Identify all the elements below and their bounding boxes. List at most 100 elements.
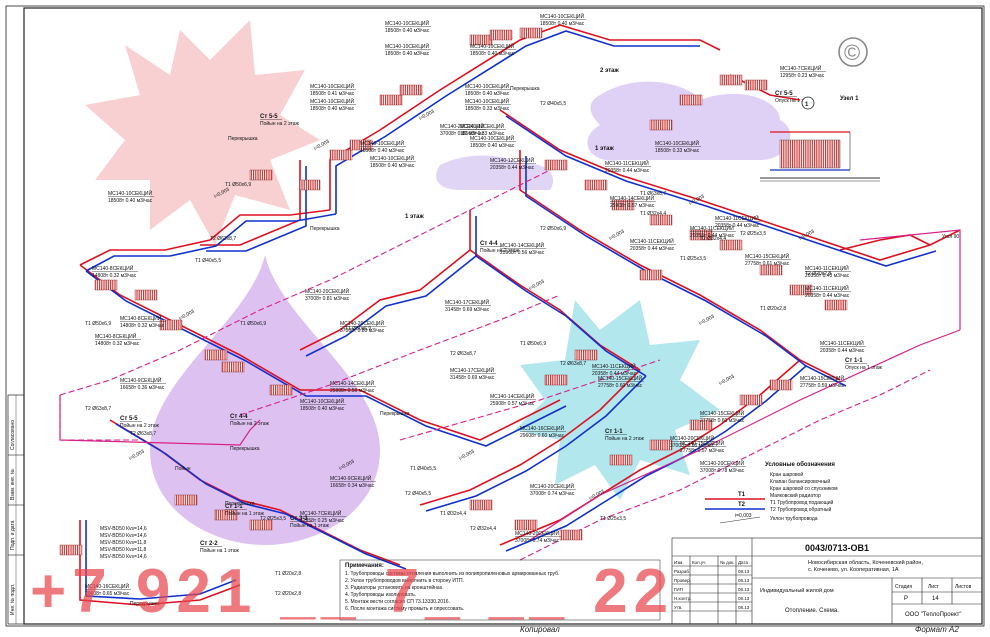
floor-label: 2 этаж bbox=[600, 68, 620, 74]
pipe-diameter-label: Т1 Ø50х6,9 bbox=[520, 341, 546, 347]
radiator-load-label: 37008т 0.78 м3/час bbox=[700, 468, 745, 474]
radiator-model-label: МС140-10СЕКЦИЙ bbox=[300, 397, 344, 405]
radiator-model-label: МС140-16СЕКЦИЙ bbox=[85, 582, 129, 590]
radiator-model-label: МС140-8СЕКЦИЙ bbox=[95, 332, 137, 340]
riser-label: Ст 1-1 bbox=[605, 429, 623, 435]
riser-sub-label: Пойын на 1 этаж bbox=[290, 522, 329, 529]
radiator-model-label: МС140-9СЕКЦИЙ bbox=[330, 474, 372, 482]
duct-lines bbox=[59, 164, 931, 561]
radiator-load-label: 27758т 0.59 м3/час bbox=[800, 383, 845, 389]
radiator-symbol bbox=[134, 289, 158, 301]
tb-header: Дата bbox=[738, 560, 748, 565]
radiator-load-label: 18508т 0.33 м3/час bbox=[460, 131, 505, 137]
legend-item: Кран шаровой bbox=[770, 471, 803, 478]
radiator-load-label: 27758т 0.61 м3/час bbox=[745, 261, 790, 267]
pipe-diameter-label: Т1 Ø63х8,7 bbox=[640, 191, 666, 197]
side-stamp-text: Взам. инв. № bbox=[10, 469, 16, 500]
radiator-symbol bbox=[719, 239, 743, 251]
radiator-symbol bbox=[249, 519, 273, 531]
radiator-symbol bbox=[744, 79, 768, 91]
radiator-model-label: МС140-10СЕКЦИЙ bbox=[470, 42, 514, 50]
radiator-model-label: МС140-15СЕКЦИЙ bbox=[598, 374, 642, 382]
sheet-value: 14 bbox=[932, 596, 939, 602]
tb-date: 08.13 bbox=[738, 596, 750, 601]
legend-title: Условные обозначения bbox=[765, 461, 835, 468]
radiator-model-label: МС140-15СЕКЦИЙ bbox=[800, 374, 844, 382]
notes-line: 6. После монтажа систему промыть и опрес… bbox=[345, 606, 464, 612]
pipe-diameter-label: Т1 Ø25х3,5 bbox=[680, 256, 706, 262]
radiator-symbol bbox=[379, 94, 403, 106]
radiator-load-label: 20358т 0.44 м3/час bbox=[715, 223, 760, 229]
riser-sub-label: Пойын на 1 этаж bbox=[200, 547, 239, 554]
riser-sub-label: Пойын на 2 этаж bbox=[480, 247, 519, 254]
slope-label: i=0,003 bbox=[128, 449, 146, 462]
radiator-symbol bbox=[399, 84, 423, 96]
annotation-label: Перекрышка bbox=[130, 601, 160, 607]
radiator-load-label: 20358т 0.44 м3/час bbox=[820, 348, 865, 354]
drawing-frame: Согласовано Взам. инв. № Подп. и дата Ин… bbox=[5, 5, 985, 627]
pipe-diameter-label: Т2 Ø63х8,7 bbox=[85, 406, 111, 412]
radiator-symbol bbox=[611, 199, 635, 211]
valve-label: MSV-BD50 Кvs=11,8 bbox=[100, 540, 147, 546]
title-block-text: 0043/0713-ОВ1 Новосибирская область, Коч… bbox=[674, 543, 972, 618]
tb-role: Разраб. bbox=[674, 569, 690, 574]
tb-header: № док. bbox=[720, 560, 734, 565]
floor-label: 1 этаж bbox=[405, 214, 425, 220]
radiator-load-label: 25908т 0.57 м3/час bbox=[490, 401, 535, 407]
riser-label: Ст 1-1 bbox=[845, 358, 863, 364]
legend-t2: Т2 bbox=[738, 502, 746, 508]
radiator-symbol bbox=[159, 319, 183, 331]
sheet-header: Лист bbox=[928, 584, 940, 590]
radiator-load-label: 16658т 0.34 м3/час bbox=[330, 483, 375, 489]
slope-label: i=0,003 bbox=[418, 109, 436, 122]
pipe-diameter-label: Т2 Ø63х8,7 bbox=[210, 236, 236, 242]
radiator-model-label: МС140-7СЕКЦИЙ bbox=[300, 509, 342, 517]
floor-label: 1 этаж bbox=[595, 146, 615, 152]
pipe-diameter-label: Т2 Ø32х4,4 bbox=[470, 526, 496, 532]
pipe-diameter-label: Т2 Ø25х3,5 bbox=[740, 231, 766, 237]
pipe-diameter-label: Т2 Ø63х8,7 bbox=[560, 361, 586, 367]
radiator-symbol bbox=[824, 299, 848, 311]
radiator-symbol bbox=[649, 439, 673, 451]
sun-watermark-shape bbox=[85, 20, 320, 245]
tb-header: Изм. bbox=[674, 560, 684, 565]
radiator-model-label: МС140-8СЕКЦИЙ bbox=[92, 264, 134, 272]
annotation-label: Перекрышка bbox=[230, 446, 260, 452]
radiator-model-label: МС140-14СЕКЦИЙ bbox=[610, 194, 654, 202]
snowflake-watermark-shape bbox=[515, 300, 720, 500]
radiator-model-label: МС140-10СЕКЦИЙ bbox=[655, 139, 699, 147]
radiator-load-label: 18508т 0.33 м3/час bbox=[465, 106, 510, 112]
radiator-model-label: МС140-10СЕКЦИЙ bbox=[385, 19, 429, 27]
radiator-load-label: 27758т 0.57 м3/час bbox=[680, 448, 725, 454]
radiator-symbol bbox=[574, 349, 598, 361]
riser-label: Ст 5-5 bbox=[120, 416, 138, 422]
pipe-diameter-label: Т2 Ø40х5,5 bbox=[540, 101, 566, 107]
radiator-model-label: МС140-10СЕКЦИЙ bbox=[465, 82, 509, 90]
annotation-label: Перекрышка bbox=[510, 86, 540, 92]
radiator-load-label: 20358т 0.44 м3/час bbox=[805, 293, 850, 299]
radiator-model-label: МС140-7СЕКЦИЙ bbox=[780, 64, 822, 72]
radiator-load-label: 31458т 0.69 м3/час bbox=[450, 375, 495, 381]
radiator-symbol bbox=[519, 27, 543, 39]
notes-line: 2. Уклон трубопроводов выполнить в сторо… bbox=[345, 578, 464, 584]
radiator-model-label: МС140-11СЕКЦИЙ bbox=[805, 284, 849, 292]
radiator-model-label: МС140-20СЕКЦИЙ bbox=[530, 482, 574, 490]
radiator-symbol bbox=[221, 361, 245, 373]
radiator-load-label: 14808т 0.32 м3/час bbox=[92, 273, 137, 279]
radiator-load-label: 20358т 0.44 м3/час bbox=[630, 246, 675, 252]
pipe-diameter-label: Т2 Ø50х6,9 bbox=[540, 226, 566, 232]
cloud-watermark-shape-2 bbox=[436, 155, 554, 190]
valve-label: MSV-BD50 Кvs=14,6 bbox=[100, 526, 147, 532]
pipe-diameter-label: Т2 Ø20х2,8 bbox=[275, 591, 301, 597]
tb-header: Кол.уч bbox=[692, 560, 706, 565]
riser-label: Ст 5-5 bbox=[775, 91, 793, 97]
riser-sub-label: Опуск на 1 этаж bbox=[775, 98, 813, 104]
radiator-load-label: 20358т 0.44 м3/час bbox=[592, 371, 637, 377]
pipe-diameter-label: Т1 Ø25х3,5 bbox=[600, 516, 626, 522]
sheet-title: Отопление. Схема. bbox=[785, 608, 839, 614]
pipe-diameter-label: Т2 Ø40х5,5 bbox=[405, 491, 431, 497]
tb-date: 08.13 bbox=[738, 587, 750, 592]
slope-label: i=0,003 bbox=[528, 279, 546, 292]
radiator-load-label: 37008т 0.80 м3/час bbox=[670, 443, 715, 449]
